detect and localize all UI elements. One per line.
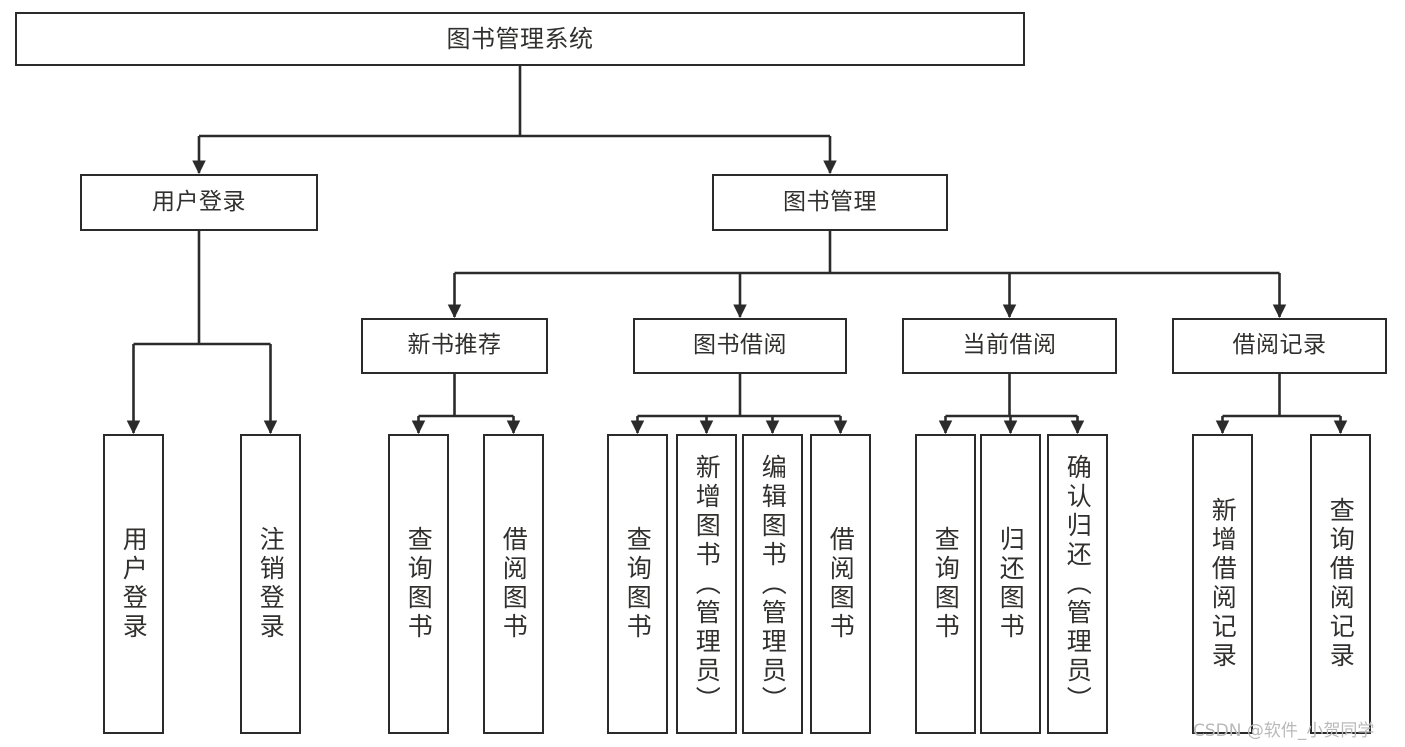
node-leaf-query-book-2[interactable]: 查询图书 [607,434,668,734]
node-leaf-query-book-1[interactable]: 查询图书 [388,434,449,734]
node-leaf-return-book[interactable]: 归还图书 [980,434,1041,734]
node-leaf-add-book-label: 新增图书（管理员） [692,453,722,715]
node-leaf-return-book-label: 归还图书 [996,526,1026,642]
node-leaf-query-book-1-label: 查询图书 [404,526,434,642]
node-leaf-query-book-3-label: 查询图书 [931,526,961,642]
node-user-login-label: 用户登录 [152,188,246,215]
node-book-manage-label: 图书管理 [783,188,877,215]
node-leaf-query-record-label: 查询借阅记录 [1326,497,1356,671]
node-root[interactable]: 图书管理系统 [15,12,1025,66]
node-current-borrow[interactable]: 当前借阅 [902,318,1117,374]
node-root-label: 图书管理系统 [446,24,594,53]
node-user-login[interactable]: 用户登录 [80,174,318,231]
node-leaf-query-book-2-label: 查询图书 [623,526,653,642]
node-leaf-add-record-label: 新增借阅记录 [1208,497,1238,671]
node-leaf-borrow-book-1[interactable]: 借阅图书 [483,434,544,734]
node-leaf-user-login[interactable]: 用户登录 [103,434,164,734]
node-book-manage[interactable]: 图书管理 [712,174,948,231]
node-leaf-confirm-return-label: 确认归还（管理员） [1063,453,1093,715]
node-leaf-edit-book[interactable]: 编辑图书（管理员） [742,434,803,734]
node-leaf-borrow-book-2-label: 借阅图书 [826,526,856,642]
node-leaf-add-record[interactable]: 新增借阅记录 [1192,434,1253,734]
node-leaf-query-book-3[interactable]: 查询图书 [915,434,976,734]
node-leaf-add-book[interactable]: 新增图书（管理员） [676,434,737,734]
node-current-borrow-label: 当前借阅 [962,332,1057,359]
node-book-borrow-label: 图书借阅 [693,332,787,359]
node-new-book-recommend-label: 新书推荐 [407,332,502,359]
csdn-watermark: CSDN @软件_小贺同学 [1193,721,1375,741]
node-borrow-record-label: 借阅记录 [1232,332,1327,359]
node-leaf-edit-book-label: 编辑图书（管理员） [758,453,788,715]
node-leaf-logout-label: 注销登录 [256,526,286,642]
node-book-borrow[interactable]: 图书借阅 [633,318,847,374]
node-leaf-borrow-book-1-label: 借阅图书 [499,526,529,642]
node-leaf-confirm-return[interactable]: 确认归还（管理员） [1047,434,1108,734]
node-leaf-borrow-book-2[interactable]: 借阅图书 [810,434,871,734]
node-leaf-logout[interactable]: 注销登录 [240,434,301,734]
node-leaf-user-login-label: 用户登录 [119,526,149,642]
node-borrow-record[interactable]: 借阅记录 [1172,318,1387,374]
node-leaf-query-record[interactable]: 查询借阅记录 [1310,434,1371,734]
node-new-book-recommend[interactable]: 新书推荐 [361,318,548,374]
